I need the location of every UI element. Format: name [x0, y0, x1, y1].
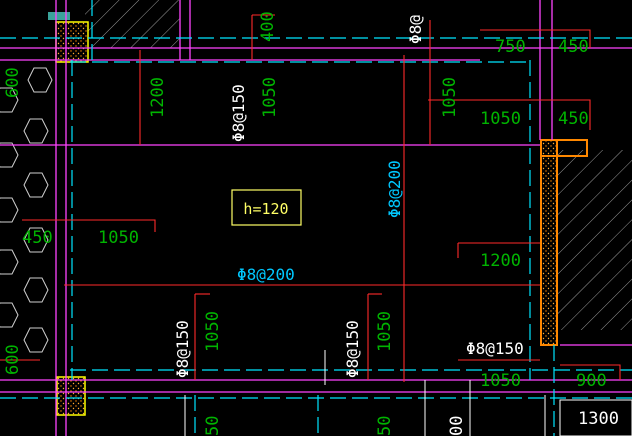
dim-600: 600	[3, 67, 23, 98]
column-bottom-left	[56, 376, 86, 416]
hexagon-fill-left	[0, 67, 53, 353]
slab-thickness-label: h=120	[243, 200, 288, 218]
dim-1050-left: 1050	[98, 228, 139, 248]
dim-1200-right: 1200	[480, 251, 521, 271]
column-right-cap	[540, 139, 588, 157]
slab-thickness-box	[231, 189, 302, 226]
rebar-label-bottom-left: Φ8@150	[173, 320, 192, 378]
dim-50b: 50	[375, 416, 395, 436]
dim-1050-br: 1050	[480, 371, 521, 391]
dimension-texts: 750 450 450 600 400 1200 1050 1050 1050 …	[3, 11, 607, 436]
dim-600-bottom: 600	[3, 344, 23, 375]
column-top-left	[48, 12, 89, 63]
hatched-wall-right	[557, 150, 632, 330]
dim-750: 750	[495, 37, 526, 57]
hatched-wall-top	[85, 0, 180, 48]
dim-1300: 1300	[578, 409, 619, 429]
dim-450-top: 450	[558, 37, 589, 57]
rebar-label-vertical: Φ8@200	[385, 160, 404, 218]
dim-400: 400	[258, 11, 278, 42]
dim-450-mid: 450	[558, 109, 589, 129]
dim-1200-left: 1200	[148, 77, 168, 118]
dim-900: 900	[576, 371, 607, 391]
rebar-lines	[0, 14, 621, 382]
rebar-label-top-right: Φ8@	[406, 15, 425, 44]
rebar-label-bottom-right: Φ8@150	[466, 339, 524, 358]
dim-1050-bm: 1050	[375, 311, 395, 352]
leader-lines	[184, 350, 546, 436]
rebar-label-bottom-mid: Φ8@150	[343, 320, 362, 378]
dim-1050-bl: 1050	[203, 311, 223, 352]
rebar-label-top-left: Φ8@150	[229, 84, 248, 142]
dim-450-left: 450	[22, 228, 53, 248]
dim-box-1300	[559, 399, 632, 436]
column-right	[540, 139, 558, 346]
dim-1050-b: 1050	[440, 77, 460, 118]
dim-00: 00	[447, 416, 467, 436]
dim-50: 50	[203, 416, 223, 436]
rebar-label-horizontal: Φ8@200	[237, 265, 295, 284]
dim-1050-c: 1050	[480, 109, 521, 129]
dim-1050-a: 1050	[260, 77, 280, 118]
